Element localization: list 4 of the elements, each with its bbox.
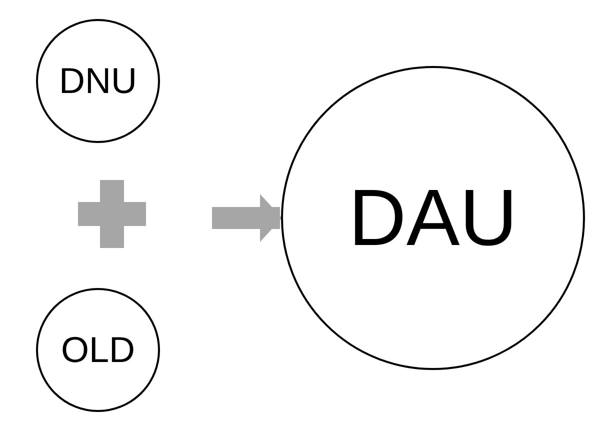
node-label: OLD xyxy=(60,329,136,371)
node-label: DAU xyxy=(348,172,518,264)
node-label: DNU xyxy=(59,60,137,102)
arrow xyxy=(212,194,282,242)
